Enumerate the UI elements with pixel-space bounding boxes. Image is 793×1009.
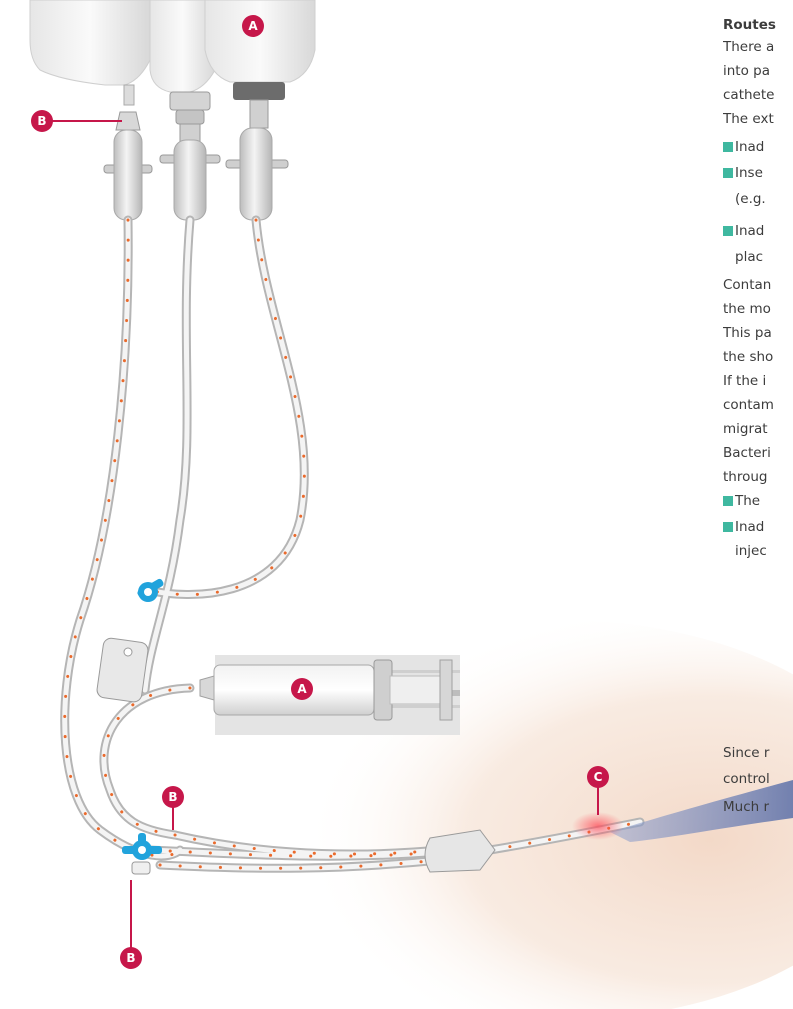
bullet-marker bbox=[723, 496, 733, 506]
text-fragment: Inad bbox=[735, 220, 764, 242]
text-fragment: The ext bbox=[723, 108, 774, 130]
text-fragment: Inse bbox=[735, 162, 763, 184]
text-fragment: plac bbox=[735, 246, 763, 268]
text-fragment: The bbox=[735, 490, 760, 512]
text-fragment: Contan bbox=[723, 274, 771, 296]
label-a-syringe: A bbox=[291, 678, 313, 700]
in-line-filter bbox=[96, 637, 149, 703]
text-fragment: Much r bbox=[723, 796, 769, 818]
svg-text:A: A bbox=[297, 682, 307, 696]
label-b-top: B bbox=[31, 110, 53, 132]
stopcock-lower bbox=[122, 833, 162, 874]
text-fragment: Since r bbox=[723, 742, 769, 764]
text-fragment: Bacteri bbox=[723, 442, 771, 464]
label-b-middle: B bbox=[162, 786, 184, 808]
text-fragment: Routes bbox=[723, 14, 776, 36]
text-fragment: contam bbox=[723, 394, 774, 416]
svg-text:B: B bbox=[37, 114, 46, 128]
svg-text:B: B bbox=[168, 790, 177, 804]
text-fragment: cathete bbox=[723, 84, 774, 106]
text-fragment: This pa bbox=[723, 322, 772, 344]
label-c: C bbox=[587, 766, 609, 788]
text-fragment: the sho bbox=[723, 346, 773, 368]
bullet-marker bbox=[723, 226, 733, 236]
text-fragment: the mo bbox=[723, 298, 771, 320]
text-fragment: Inad bbox=[735, 136, 764, 158]
infusion-containers bbox=[30, 0, 315, 124]
text-fragment: If the i bbox=[723, 370, 766, 392]
text-fragment: control bbox=[723, 768, 770, 790]
text-fragment: There a bbox=[723, 36, 774, 58]
text-fragment: (e.g. bbox=[735, 188, 766, 210]
contamination-glow bbox=[572, 812, 624, 840]
label-b-bottom: B bbox=[120, 947, 142, 969]
text-fragment: migrat bbox=[723, 418, 768, 440]
svg-text:B: B bbox=[126, 951, 135, 965]
text-fragment: throug bbox=[723, 466, 768, 488]
svg-text:A: A bbox=[248, 19, 258, 33]
bullet-marker bbox=[723, 522, 733, 532]
label-a-top: A bbox=[242, 15, 264, 37]
syringe-pump bbox=[200, 655, 460, 735]
text-fragment: injec bbox=[735, 540, 767, 562]
bullet-marker bbox=[723, 142, 733, 152]
svg-text:C: C bbox=[594, 770, 603, 784]
bullet-marker bbox=[723, 168, 733, 178]
text-fragment: into pa bbox=[723, 60, 770, 82]
text-fragment: Inad bbox=[735, 516, 764, 538]
